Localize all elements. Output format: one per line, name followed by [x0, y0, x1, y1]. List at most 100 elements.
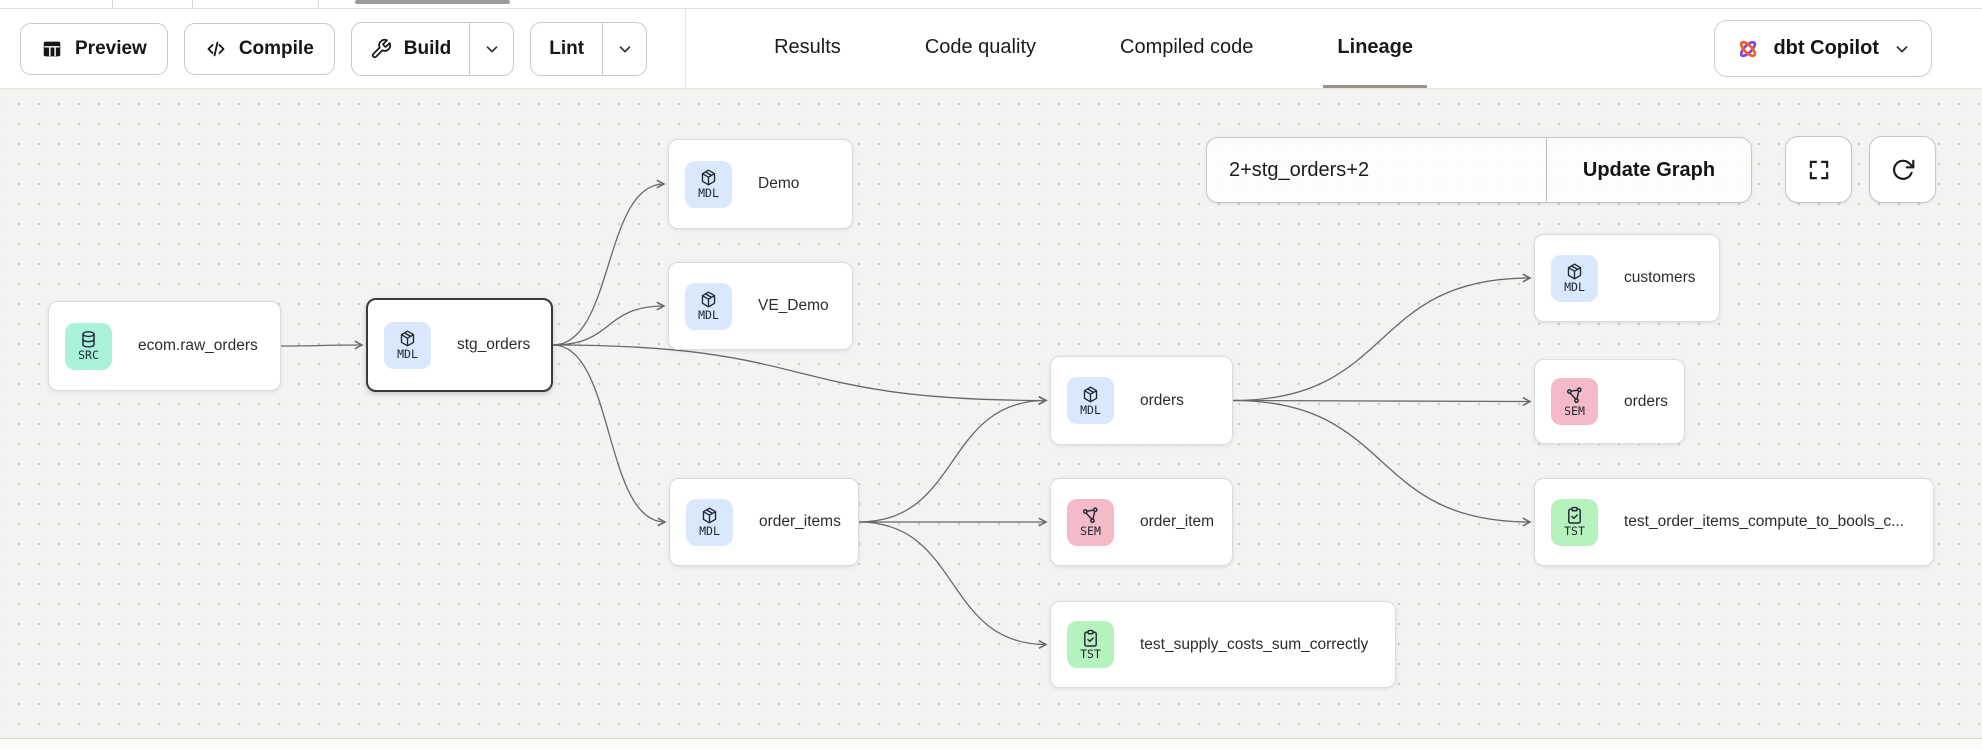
fullscreen-button[interactable] [1785, 136, 1852, 203]
graph-node-ecom_raw_orders[interactable]: SRC ecom.raw_orders [48, 301, 281, 391]
node-label: order_items [759, 513, 841, 530]
toolbar: Preview Compile Build Lint [0, 9, 1982, 89]
mdl-badge: MDL [685, 282, 732, 330]
build-button-group: Build [350, 21, 515, 76]
semantic-graph-icon [1565, 386, 1584, 405]
graph-node-orders_model[interactable]: MDL orders [1050, 356, 1233, 445]
graph-node-test_order_items[interactable]: TST test_order_items_compute_to_bools_c..… [1534, 478, 1934, 566]
build-dropdown-button[interactable] [469, 22, 513, 75]
update-graph-button[interactable]: Update Graph [1546, 138, 1751, 202]
cube-icon [398, 329, 417, 348]
badge-label: SRC [78, 348, 99, 363]
cube-icon [699, 168, 718, 187]
preview-button[interactable]: Preview [20, 22, 168, 75]
refresh-icon [1890, 157, 1916, 183]
lint-dropdown-button[interactable] [602, 22, 646, 75]
src-badge: SRC [65, 322, 112, 370]
sem-badge: SEM [1067, 498, 1114, 546]
test-clipboard-icon [1081, 629, 1100, 648]
bottom-panel-edge [0, 738, 1982, 750]
chevron-down-icon [483, 40, 501, 58]
graph-node-order_item_semantic[interactable]: SEM order_item [1050, 478, 1233, 566]
lint-button[interactable]: Lint [531, 23, 602, 75]
graph-node-stg_orders[interactable]: MDL stg_orders [366, 298, 553, 392]
graph-node-orders_semantic[interactable]: SEM orders [1534, 359, 1685, 444]
edge-stg_orders-to-ve_demo [552, 301, 666, 346]
badge-label: MDL [1564, 280, 1585, 295]
badge-label: SEM [1080, 524, 1101, 539]
edge-orders_model-to-customers [1232, 273, 1532, 402]
edge-order_items-to-test_supply_costs [858, 521, 1048, 650]
node-label: Demo [758, 175, 800, 192]
tab-scroll-indicator [355, 0, 510, 4]
badge-label: MDL [397, 347, 418, 362]
lineage-selector-bar: Update Graph [1206, 137, 1752, 203]
tab-lineage[interactable]: Lineage [1323, 9, 1427, 88]
lint-button-group: Lint [530, 21, 648, 76]
mdl-badge: MDL [686, 498, 733, 546]
toolbar-divider [685, 9, 687, 88]
tab-results[interactable]: Results [774, 35, 841, 58]
sem-badge: SEM [1551, 378, 1598, 425]
fullscreen-icon [1806, 157, 1832, 183]
edge-orders_model-to-orders_semantic [1232, 396, 1532, 407]
node-label: orders [1624, 392, 1668, 410]
tab-separator [112, 0, 113, 8]
editor-tabs-remnant [0, 0, 1982, 9]
preview-button-label: Preview [75, 37, 147, 59]
compile-button[interactable]: Compile [183, 22, 335, 75]
node-label: stg_orders [457, 336, 531, 353]
mdl-badge: MDL [384, 321, 431, 369]
badge-label: MDL [698, 308, 719, 323]
graph-edges [280, 179, 1532, 650]
dbt-copilot-icon [1735, 36, 1761, 62]
badge-label: MDL [1080, 402, 1101, 417]
cube-icon [700, 506, 719, 525]
graph-node-order_items[interactable]: MDL order_items [669, 478, 859, 566]
database-icon [79, 330, 98, 349]
semantic-graph-icon [1081, 506, 1100, 525]
badge-label: MDL [699, 524, 720, 539]
refresh-button[interactable] [1869, 136, 1936, 203]
lineage-selector-input[interactable] [1207, 138, 1546, 202]
build-button-label: Build [403, 37, 452, 59]
tab-code-quality[interactable]: Code quality [924, 35, 1036, 58]
node-label: order_item [1140, 513, 1215, 530]
wrench-icon [370, 38, 392, 60]
tab-compiled-code[interactable]: Compiled code [1120, 35, 1254, 58]
node-label: test_order_items_compute_to_bools_c... [1624, 513, 1905, 530]
badge-label: TST [1080, 646, 1101, 661]
badge-label: TST [1564, 524, 1585, 539]
tab-separator [192, 0, 193, 8]
code-icon [205, 38, 227, 60]
edge-stg_orders-to-orders_model [552, 344, 1048, 406]
build-button[interactable]: Build [352, 23, 470, 75]
cube-icon [1565, 262, 1584, 281]
cube-icon [1081, 385, 1100, 404]
chevron-down-icon [1893, 40, 1911, 58]
edge-stg_orders-to-demo [552, 179, 666, 346]
test-clipboard-icon [1565, 506, 1584, 525]
mdl-badge: MDL [685, 160, 732, 208]
mdl-badge: MDL [1551, 254, 1598, 302]
dbt-copilot-label: dbt Copilot [1773, 37, 1879, 59]
graph-node-test_supply_costs[interactable]: TST test_supply_costs_sum_correctly [1050, 601, 1396, 688]
graph-node-demo[interactable]: MDL Demo [668, 139, 853, 229]
mdl-badge: MDL [1067, 377, 1114, 424]
node-label: orders [1140, 391, 1184, 409]
edge-order_items-to-orders_model [858, 395, 1048, 523]
dbt-copilot-button[interactable]: dbt Copilot [1714, 20, 1932, 77]
table-icon [41, 38, 63, 60]
edge-orders_model-to-test_order_items [1232, 399, 1532, 527]
node-label: test_supply_costs_sum_correctly [1140, 635, 1369, 653]
node-label: ecom.raw_orders [138, 337, 258, 354]
tst-badge: TST [1067, 621, 1114, 668]
tab-bar: Results Code quality Compiled code Lineage [760, 9, 1427, 88]
edge-ecom_raw_orders-to-stg_orders [280, 340, 364, 350]
edge-stg_orders-to-order_items [552, 344, 667, 527]
badge-label: SEM [1564, 403, 1585, 418]
